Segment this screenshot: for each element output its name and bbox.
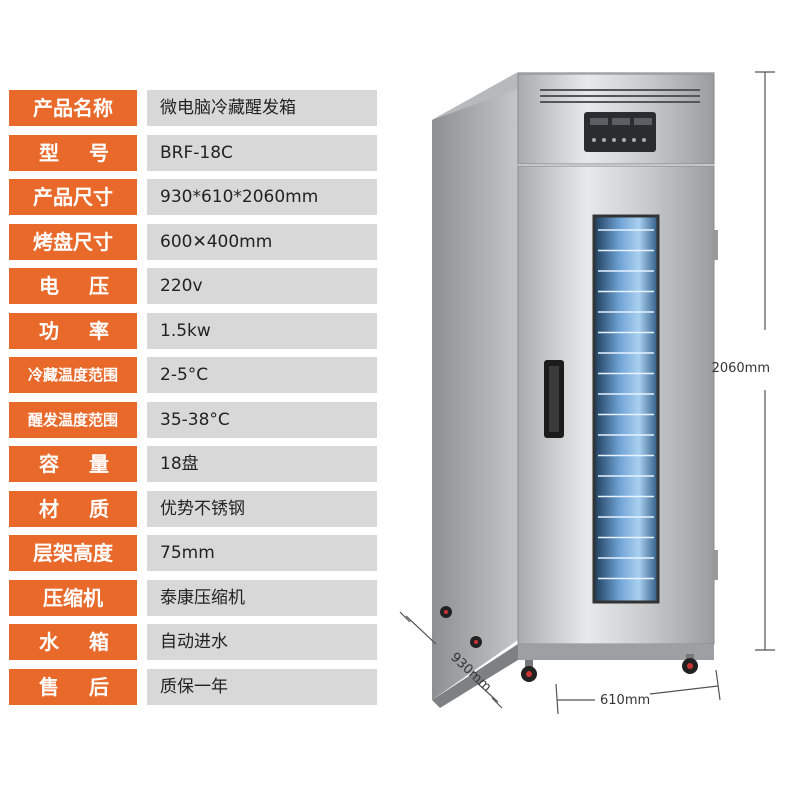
- spec-label: 产品名称: [9, 90, 137, 126]
- vent-grille: [540, 89, 700, 103]
- cabinet-base: [518, 644, 714, 660]
- spec-row: 层架高度 75mm: [9, 535, 377, 571]
- tray-shelves: [598, 229, 654, 580]
- spec-value: 930*610*2060mm: [147, 179, 377, 215]
- spec-row: 电压 220v: [9, 268, 377, 304]
- spec-value: 优势不锈钢: [147, 490, 377, 527]
- width-dimension: [555, 669, 721, 715]
- product-illustration: 2060mm 930mm 610mm: [399, 71, 775, 715]
- spec-value: 220v: [147, 268, 377, 304]
- spec-value: 1.5kw: [147, 312, 377, 349]
- depth-dimension: [399, 611, 503, 709]
- spec-row: 产品名称微电脑冷藏醒发箱: [9, 90, 377, 126]
- spec-value: 微电脑冷藏醒发箱: [147, 90, 377, 126]
- spec-value: 泰康压缩机: [147, 579, 377, 616]
- spec-row: 水箱自动进水: [9, 624, 377, 660]
- width-label: 610mm: [600, 693, 650, 708]
- spec-row: 醒发温度范围 35-38°C: [9, 401, 377, 438]
- spec-label: 产品尺寸: [9, 179, 137, 215]
- spec-label: 电压: [9, 268, 137, 304]
- spec-value: 质保一年: [147, 668, 377, 705]
- spec-value: BRF-18C: [147, 134, 377, 171]
- display-readouts: [590, 118, 652, 142]
- spec-label: 烤盘尺寸: [9, 223, 137, 260]
- spec-label: 压缩机: [9, 579, 137, 616]
- spec-label: 售后: [9, 668, 137, 705]
- spec-label: 材质: [9, 490, 137, 527]
- spec-row: 产品尺寸 930*610*2060mm: [9, 179, 377, 215]
- spec-label: 冷藏温度范围: [9, 357, 137, 393]
- spec-row: 售后质保一年: [9, 668, 377, 705]
- spec-label: 水箱: [9, 624, 137, 660]
- spec-label: 醒发温度范围: [9, 401, 137, 438]
- spec-row: 材质优势不锈钢: [9, 490, 377, 527]
- spec-value: 18盘: [147, 446, 377, 482]
- spec-label: 型号: [9, 134, 137, 171]
- spec-label: 容量: [9, 446, 137, 482]
- spec-value: 35-38°C: [147, 401, 377, 438]
- spec-value: 75mm: [147, 535, 377, 571]
- spec-label: 层架高度: [9, 535, 137, 571]
- height-dimension: [755, 71, 775, 651]
- spec-row: 压缩机泰康压缩机: [9, 579, 377, 616]
- spec-row: 容量 18盘: [9, 446, 377, 482]
- glass-window: [592, 214, 660, 604]
- spec-row: 烤盘尺寸 600✕400mm: [9, 223, 377, 260]
- spec-value: 600✕400mm: [147, 223, 377, 260]
- spec-value: 2-5°C: [147, 357, 377, 393]
- spec-value: 自动进水: [147, 624, 377, 660]
- cabinet-side: [432, 72, 518, 700]
- height-label: 2060mm: [712, 361, 770, 376]
- spec-row: 冷藏温度范围 2-5°C: [9, 357, 377, 393]
- spec-label: 功率: [9, 312, 137, 349]
- spec-row: 型号 BRF-18C: [9, 134, 377, 171]
- spec-row: 功率 1.5kw: [9, 312, 377, 349]
- caster-wheels: [440, 606, 698, 682]
